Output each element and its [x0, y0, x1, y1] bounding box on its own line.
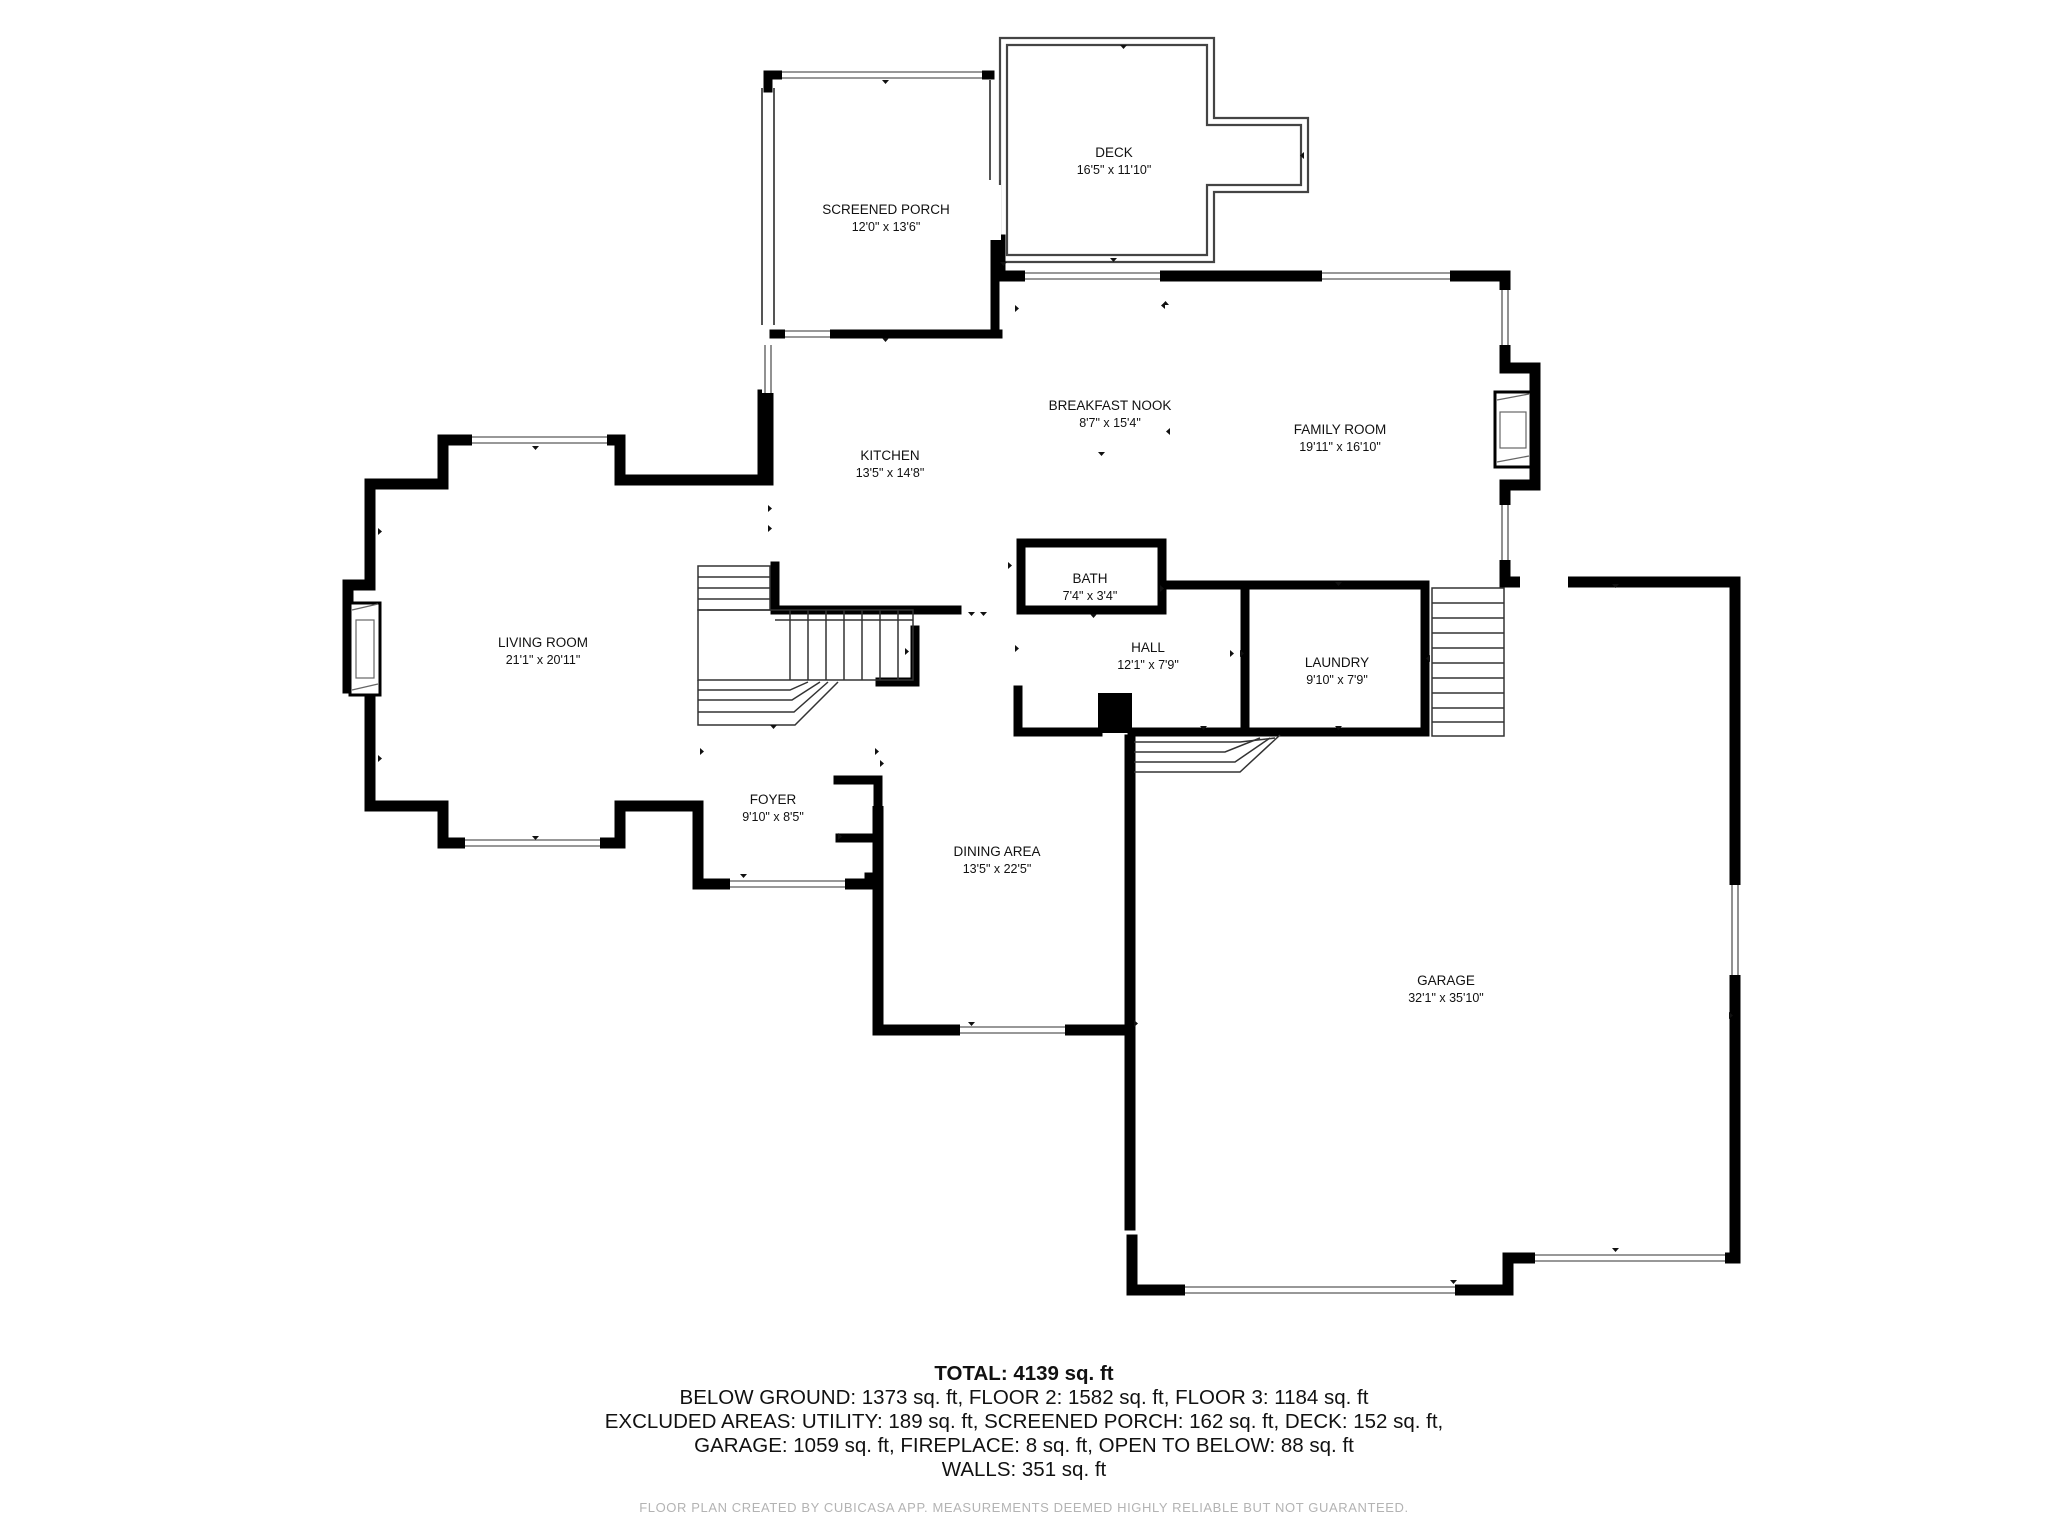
svg-text:DINING AREA: DINING AREA [953, 844, 1040, 859]
room-label-deck: DECK 16'5" x 11'10" [1077, 145, 1152, 177]
area-breakdown-excluded-cont: GARAGE: 1059 sq. ft, FIREPLACE: 8 sq. ft… [694, 1434, 1354, 1457]
svg-text:12'1" x 7'9": 12'1" x 7'9" [1117, 658, 1179, 672]
main-stairs [697, 565, 914, 726]
svg-text:GARAGE: GARAGE [1417, 973, 1475, 988]
area-breakdown-floors: BELOW GROUND: 1373 sq. ft, FLOOR 2: 1582… [679, 1386, 1369, 1409]
living-fireplace [348, 601, 382, 697]
floor-plan-drawing: DECK 16'5" x 11'10" SCREENED PORCH 12'0"… [342, 36, 1741, 1296]
area-breakdown-excluded: EXCLUDED AREAS: UTILITY: 189 sq. ft, SCR… [604, 1410, 1444, 1433]
room-label-breakfast-nook: BREAKFAST NOOK 8'7" x 15'4" [1049, 398, 1172, 430]
family-fireplace [1493, 390, 1533, 469]
svg-text:KITCHEN: KITCHEN [860, 448, 919, 463]
entry-steps [1134, 734, 1281, 773]
svg-text:FOYER: FOYER [750, 792, 797, 807]
svg-text:13'5" x 22'5": 13'5" x 22'5" [963, 862, 1032, 876]
svg-text:16'5" x 11'10": 16'5" x 11'10" [1077, 163, 1152, 177]
svg-text:BATH: BATH [1072, 571, 1107, 586]
svg-text:9'10" x 7'9": 9'10" x 7'9" [1306, 673, 1368, 687]
svg-text:32'1" x 35'10": 32'1" x 35'10" [1408, 991, 1484, 1005]
room-label-screened-porch: SCREENED PORCH 12'0" x 13'6" [822, 202, 950, 234]
svg-text:LIVING ROOM: LIVING ROOM [498, 635, 588, 650]
total-area: TOTAL: 4139 sq. ft [934, 1362, 1114, 1385]
room-label-hall: HALL 12'1" x 7'9" [1117, 640, 1179, 672]
room-label-kitchen: KITCHEN 13'5" x 14'8" [856, 448, 925, 480]
svg-text:FAMILY ROOM: FAMILY ROOM [1294, 422, 1387, 437]
screened-porch-outline [761, 70, 1003, 339]
room-label-garage: GARAGE 32'1" x 35'10" [1408, 973, 1484, 1005]
svg-text:12'0" x 13'6": 12'0" x 13'6" [852, 220, 921, 234]
deck-outline [998, 36, 1310, 264]
svg-text:DECK: DECK [1095, 145, 1133, 160]
area-breakdown-walls: WALLS: 351 sq. ft [941, 1458, 1107, 1481]
svg-text:13'5" x 14'8": 13'5" x 14'8" [856, 466, 925, 480]
svg-text:HALL: HALL [1131, 640, 1165, 655]
room-label-laundry: LAUNDRY 9'10" x 7'9" [1305, 655, 1369, 687]
room-label-dining-area: DINING AREA 13'5" x 22'5" [953, 844, 1040, 876]
svg-text:SCREENED PORCH: SCREENED PORCH [822, 202, 950, 217]
disclaimer-note: FLOOR PLAN CREATED BY CUBICASA APP. MEAS… [639, 1500, 1409, 1515]
svg-text:BREAKFAST NOOK: BREAKFAST NOOK [1049, 398, 1172, 413]
svg-text:9'10" x 8'5": 9'10" x 8'5" [742, 810, 804, 824]
svg-text:8'7" x 15'4": 8'7" x 15'4" [1079, 416, 1141, 430]
svg-text:LAUNDRY: LAUNDRY [1305, 655, 1369, 670]
windows [465, 185, 1741, 1296]
room-label-foyer: FOYER 9'10" x 8'5" [742, 792, 804, 824]
svg-text:7'4" x 3'4": 7'4" x 3'4" [1063, 589, 1118, 603]
room-label-bath: BATH 7'4" x 3'4" [1063, 571, 1118, 603]
room-label-family-room: FAMILY ROOM 19'11" x 16'10" [1294, 422, 1387, 454]
area-summary: TOTAL: 4139 sq. ft BELOW GROUND: 1373 sq… [0, 1362, 2048, 1482]
svg-text:19'11" x 16'10": 19'11" x 16'10" [1299, 440, 1381, 454]
room-label-living-room: LIVING ROOM 21'1" x 20'11" [498, 635, 588, 667]
opening-markers [378, 45, 1733, 1284]
svg-text:21'1" x 20'11": 21'1" x 20'11" [506, 653, 581, 667]
garage-stairs [1431, 587, 1505, 737]
